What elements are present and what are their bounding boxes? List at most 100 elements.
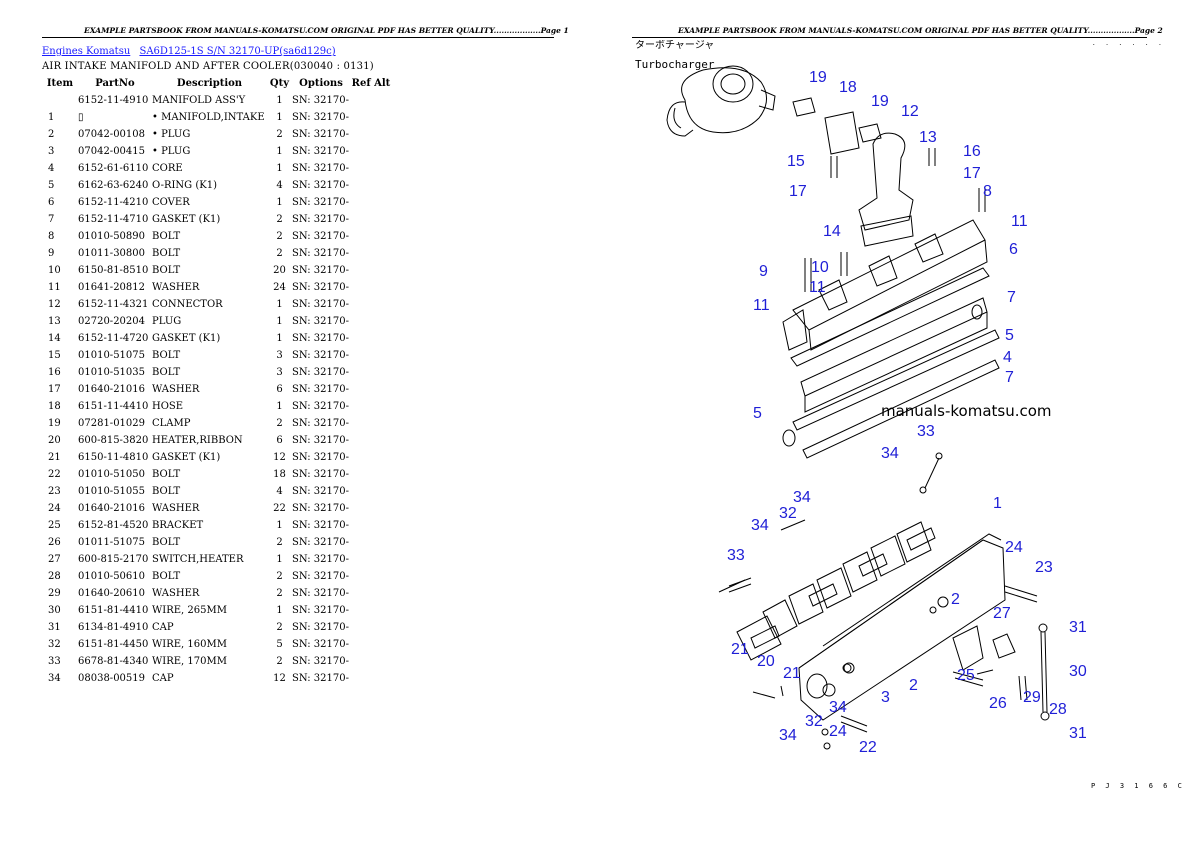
col-header-item: Item: [46, 78, 74, 89]
cell-ref-alt: [350, 330, 392, 347]
cell-description: WIRE, 160MM: [152, 639, 227, 650]
callout-number: 13: [919, 129, 937, 146]
cell-qty: 1: [276, 554, 283, 565]
intake-manifold-drawing: [798, 533, 1006, 721]
diagram-jp-label: ターボチャージャ: [635, 40, 714, 51]
cell-partno: 01010-51035: [78, 367, 146, 378]
breadcrumb-link-model[interactable]: SA6D125-1S S/N 32170-UP(sa6d129c): [139, 46, 336, 57]
cell-ref-alt: [350, 636, 392, 653]
cell-item: 3: [48, 146, 55, 157]
cell-description: GASKET (K1): [152, 214, 221, 225]
cell-description: CORE: [152, 163, 183, 174]
callout-number: 19: [809, 69, 827, 86]
cell-options: SN: 32170-: [292, 265, 349, 276]
cell-description: WASHER: [152, 588, 200, 599]
cell-partno: 600-815-2170: [78, 554, 149, 565]
cell-ref-alt: [350, 517, 392, 534]
cell-options: SN: 32170-: [292, 367, 349, 378]
cell-options: SN: 32170-: [292, 248, 349, 259]
callout-number: 7: [1007, 289, 1016, 306]
cell-item: 8: [48, 231, 55, 242]
cell-partno: 01011-51075: [78, 537, 146, 548]
cell-description: BOLT: [152, 469, 181, 480]
cell-item: 24: [48, 503, 61, 514]
cell-ref-alt: [350, 92, 392, 109]
cover-drawing: [782, 219, 988, 351]
cell-item: 20: [48, 435, 61, 446]
callout-number: 11: [809, 279, 826, 296]
cell-description: BOLT: [152, 367, 181, 378]
cell-partno: 6150-81-8510: [78, 265, 149, 276]
cell-item: 21: [48, 452, 61, 463]
section-title: AIR INTAKE MANIFOLD AND AFTER COOLER(030…: [42, 61, 374, 72]
cell-qty: 1: [276, 112, 283, 123]
cell-qty: 1: [276, 605, 283, 616]
cell-partno: 01010-51055: [78, 486, 146, 497]
hose-clamps-drawing: [792, 97, 882, 155]
col-header-options: Options: [299, 78, 343, 89]
callout-number: 1: [993, 495, 1002, 512]
exploded-parts-diagram: ターボチャージャ Turbocharger manuals-komatsu.co…: [635, 40, 1087, 756]
callout-number: 34: [751, 517, 769, 534]
cell-ref-alt: [350, 500, 392, 517]
cell-description: BRACKET: [152, 520, 204, 531]
cell-partno: 01010-51050: [78, 469, 146, 480]
breadcrumb-link-engines[interactable]: Engines Komatsu: [42, 46, 131, 57]
callout-number: 14: [823, 223, 841, 240]
cell-item: 22: [48, 469, 61, 480]
cell-item: 6: [48, 197, 55, 208]
cell-options: SN: 32170-: [292, 401, 349, 412]
callout-number: 17: [963, 165, 981, 182]
cell-partno: 01011-30800: [78, 248, 146, 259]
turbocharger-drawing: [666, 65, 776, 137]
cell-options: SN: 32170-: [292, 418, 349, 429]
cell-ref-alt: [350, 347, 392, 364]
cell-partno: 01640-21016: [78, 384, 146, 395]
cell-description: WASHER: [152, 384, 200, 395]
cell-qty: 1: [276, 299, 283, 310]
callout-number: 11: [753, 297, 770, 314]
wire-33-drawing: [919, 452, 943, 494]
cell-ref-alt: [350, 126, 392, 143]
cell-qty: 2: [276, 214, 283, 225]
cell-qty: 2: [276, 537, 283, 548]
cell-options: SN: 32170-: [292, 214, 349, 225]
callout-number: 25: [957, 667, 975, 684]
cell-options: SN: 32170-: [292, 384, 349, 395]
cell-description: CONNECTOR: [152, 299, 223, 310]
cell-options: SN: 32170-: [292, 197, 349, 208]
callout-number: 32: [805, 713, 823, 730]
cell-item: 26: [48, 537, 61, 548]
callout-number: 7: [1005, 369, 1014, 386]
callout-number: 2: [951, 591, 960, 608]
callout-number: 27: [993, 605, 1011, 622]
cell-qty: 3: [276, 350, 283, 361]
cell-ref-alt: [350, 449, 392, 466]
cell-description: COVER: [152, 197, 190, 208]
cell-options: SN: 32170-: [292, 231, 349, 242]
cell-description: BOLT: [152, 537, 181, 548]
callout-number: 31: [1069, 619, 1087, 636]
cell-ref-alt: [350, 670, 392, 687]
callout-number: 5: [1005, 327, 1014, 344]
bracket-switch-drawing: [952, 625, 1016, 675]
cell-ref-alt: [350, 432, 392, 449]
cell-options: SN: 32170-: [292, 520, 349, 531]
cell-ref-alt: [350, 551, 392, 568]
callout-number: 6: [1009, 241, 1018, 258]
cell-qty: 6: [276, 435, 283, 446]
callout-number: 17: [789, 183, 807, 200]
cell-partno: 6134-81-4910: [78, 622, 149, 633]
cell-qty: 2: [276, 622, 283, 633]
cell-description: GASKET (K1): [152, 452, 221, 463]
